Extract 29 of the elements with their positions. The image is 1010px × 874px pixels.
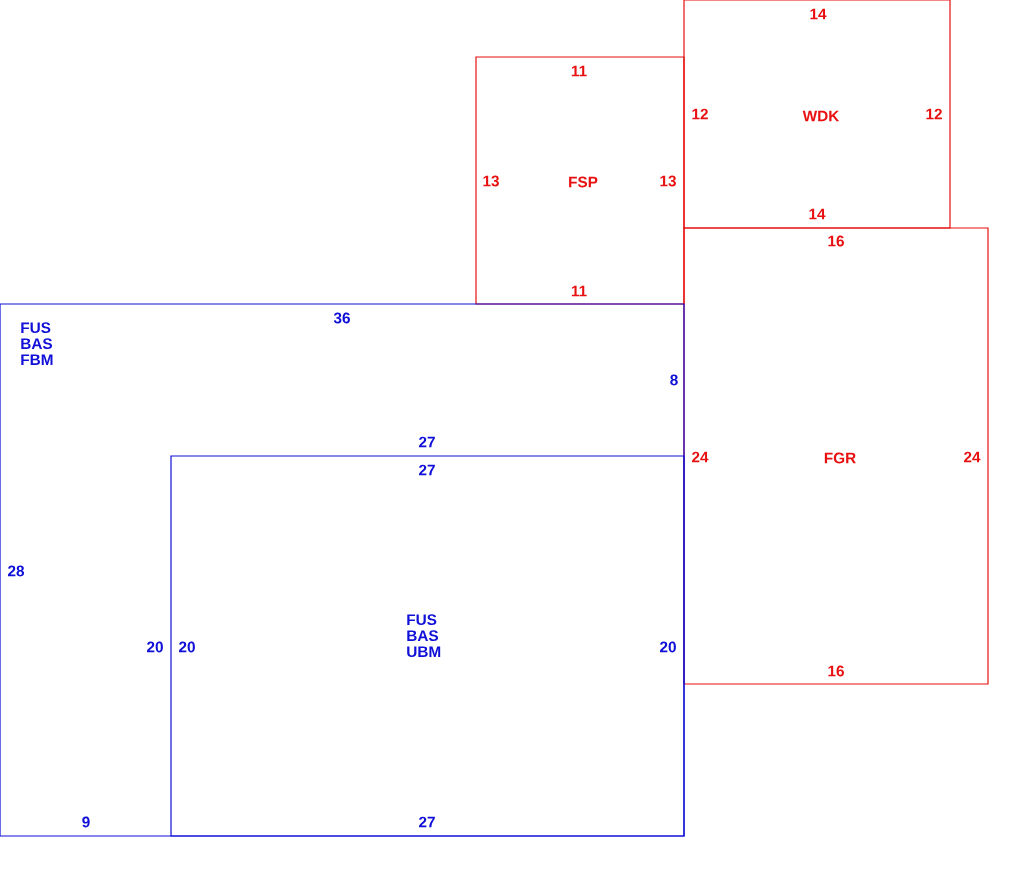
dimension-label: 12 xyxy=(926,108,942,120)
dimension-label: 9 xyxy=(82,816,90,828)
dimension-label: 13 xyxy=(483,175,499,187)
dimension-label: 20 xyxy=(660,641,676,653)
room-label: FGR xyxy=(824,452,856,464)
dimension-label: 24 xyxy=(692,451,709,463)
room-outline xyxy=(0,303,685,837)
dimension-label: 24 xyxy=(964,451,981,463)
room-label: FSP xyxy=(569,176,598,188)
dimension-label: 28 xyxy=(8,565,25,577)
dimension-label: 11 xyxy=(571,65,587,77)
dimension-label: 16 xyxy=(828,235,844,247)
dimension-label: 13 xyxy=(660,175,676,187)
room-outline xyxy=(170,455,685,837)
dimension-label: 20 xyxy=(179,641,195,653)
dimension-label: 14 xyxy=(810,8,827,20)
room-outline xyxy=(683,227,989,685)
dimension-label: 14 xyxy=(809,208,826,220)
dimension-label: 11 xyxy=(571,285,587,297)
dimension-label: 27 xyxy=(419,464,435,476)
dimension-label: 12 xyxy=(692,108,708,120)
room-outline xyxy=(475,56,685,305)
room-outline xyxy=(683,0,951,229)
dimension-label: 36 xyxy=(333,312,350,324)
room-label: WDK xyxy=(802,110,840,122)
dimension-label: 16 xyxy=(828,665,844,677)
dimension-label: 27 xyxy=(419,816,435,828)
room-label: FUS BAS UBM xyxy=(407,614,441,658)
room-label: FUS BAS FBM xyxy=(21,322,53,365)
